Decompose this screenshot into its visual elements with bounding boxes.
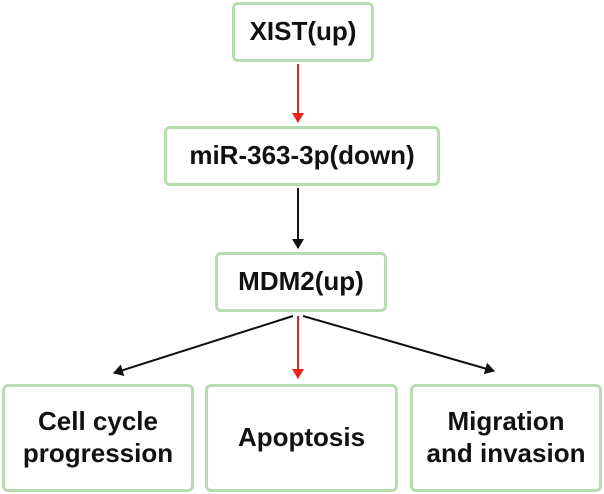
node-cell-cycle-line1: Cell cycle xyxy=(38,406,158,437)
node-migration-and-invasion: Migration and invasion xyxy=(410,384,602,492)
node-mdm2-label: MDM2(up) xyxy=(238,266,364,297)
node-apoptosis-label: Apoptosis xyxy=(237,422,366,453)
node-xist: XIST(up) xyxy=(232,2,374,62)
node-cell-cycle-progression: Cell cycle progression xyxy=(2,384,194,492)
node-cell-cycle-line2: progression xyxy=(22,438,174,468)
node-migration-line2: and invasion xyxy=(426,438,586,468)
node-mir-label: miR-363-3p(down) xyxy=(189,140,415,171)
node-apoptosis: Apoptosis xyxy=(205,384,398,492)
node-mir-363-3p: miR-363-3p(down) xyxy=(164,126,440,186)
arrow-mdm2-to-cell-cycle xyxy=(113,315,294,376)
node-migration-line1: Migration xyxy=(447,406,565,437)
arrow-mdm2-to-migration xyxy=(302,315,495,375)
node-xist-label: XIST(up) xyxy=(249,16,357,47)
node-mdm2: MDM2(up) xyxy=(215,252,387,312)
